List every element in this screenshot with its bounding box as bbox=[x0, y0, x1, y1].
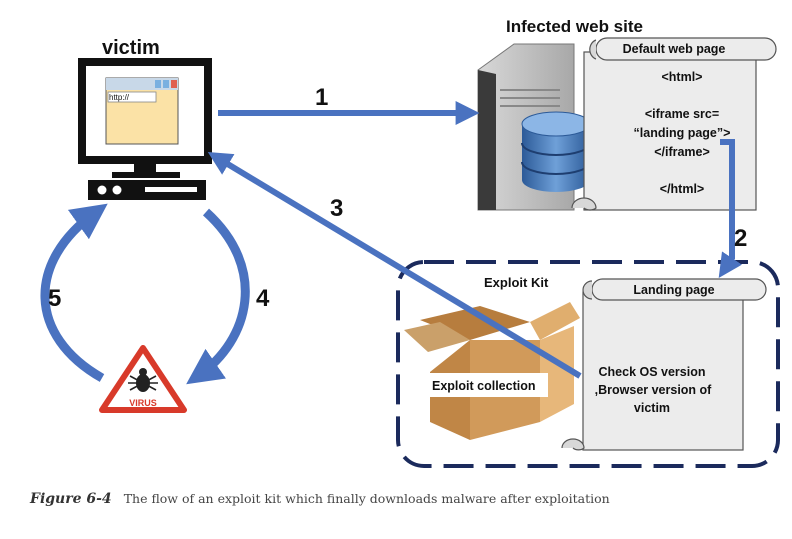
exploit-collection-box bbox=[424, 373, 548, 397]
default-page-header: Default web page bbox=[623, 42, 726, 56]
browser-url-text: http:// bbox=[109, 93, 130, 102]
server-database-icon bbox=[477, 43, 591, 211]
virus-warning-icon bbox=[99, 345, 187, 413]
exploit-kit-label: Exploit Kit bbox=[484, 275, 549, 290]
step-5-label: 5 bbox=[48, 285, 61, 312]
default-page-line-1: <html> bbox=[662, 70, 703, 84]
landing-page-scroll bbox=[561, 278, 767, 451]
step-3-label: 3 bbox=[330, 195, 343, 222]
step-2-label: 2 bbox=[734, 225, 747, 252]
figure-caption: Figure 6-4 The flow of an exploit kit whi… bbox=[30, 488, 610, 507]
figure-number: Figure 6-4 bbox=[30, 491, 112, 507]
default-page-scroll bbox=[571, 37, 777, 211]
default-page-line-5: </html> bbox=[660, 182, 704, 196]
default-page-line-4: </iframe> bbox=[654, 145, 710, 159]
exploit-kit-border bbox=[396, 260, 780, 468]
landing-page-line-2: ,Browser version of bbox=[595, 383, 713, 397]
figure-caption-text: The flow of an exploit kit which finally… bbox=[123, 491, 610, 506]
victim-label: victim bbox=[102, 37, 160, 59]
default-page-line-3: “landing page”> bbox=[634, 126, 731, 140]
arrow-step-4 bbox=[186, 208, 250, 385]
default-page-line-2: <iframe src= bbox=[645, 107, 719, 121]
step-4-label: 4 bbox=[256, 285, 270, 312]
landing-page-line-1: Check OS version bbox=[599, 365, 706, 379]
virus-label: VIRUS bbox=[129, 398, 157, 408]
landing-page-header: Landing page bbox=[633, 283, 714, 297]
arrow-step-3 bbox=[207, 152, 582, 379]
exploit-collection-label: Exploit collection bbox=[432, 379, 536, 393]
step-1-label: 1 bbox=[315, 84, 328, 111]
arrow-step-5 bbox=[40, 203, 108, 382]
arrow-step-2 bbox=[718, 139, 742, 278]
victim-computer-icon bbox=[78, 58, 212, 200]
landing-page-line-3: victim bbox=[634, 401, 670, 415]
infected-site-label: Infected web site bbox=[506, 17, 643, 36]
